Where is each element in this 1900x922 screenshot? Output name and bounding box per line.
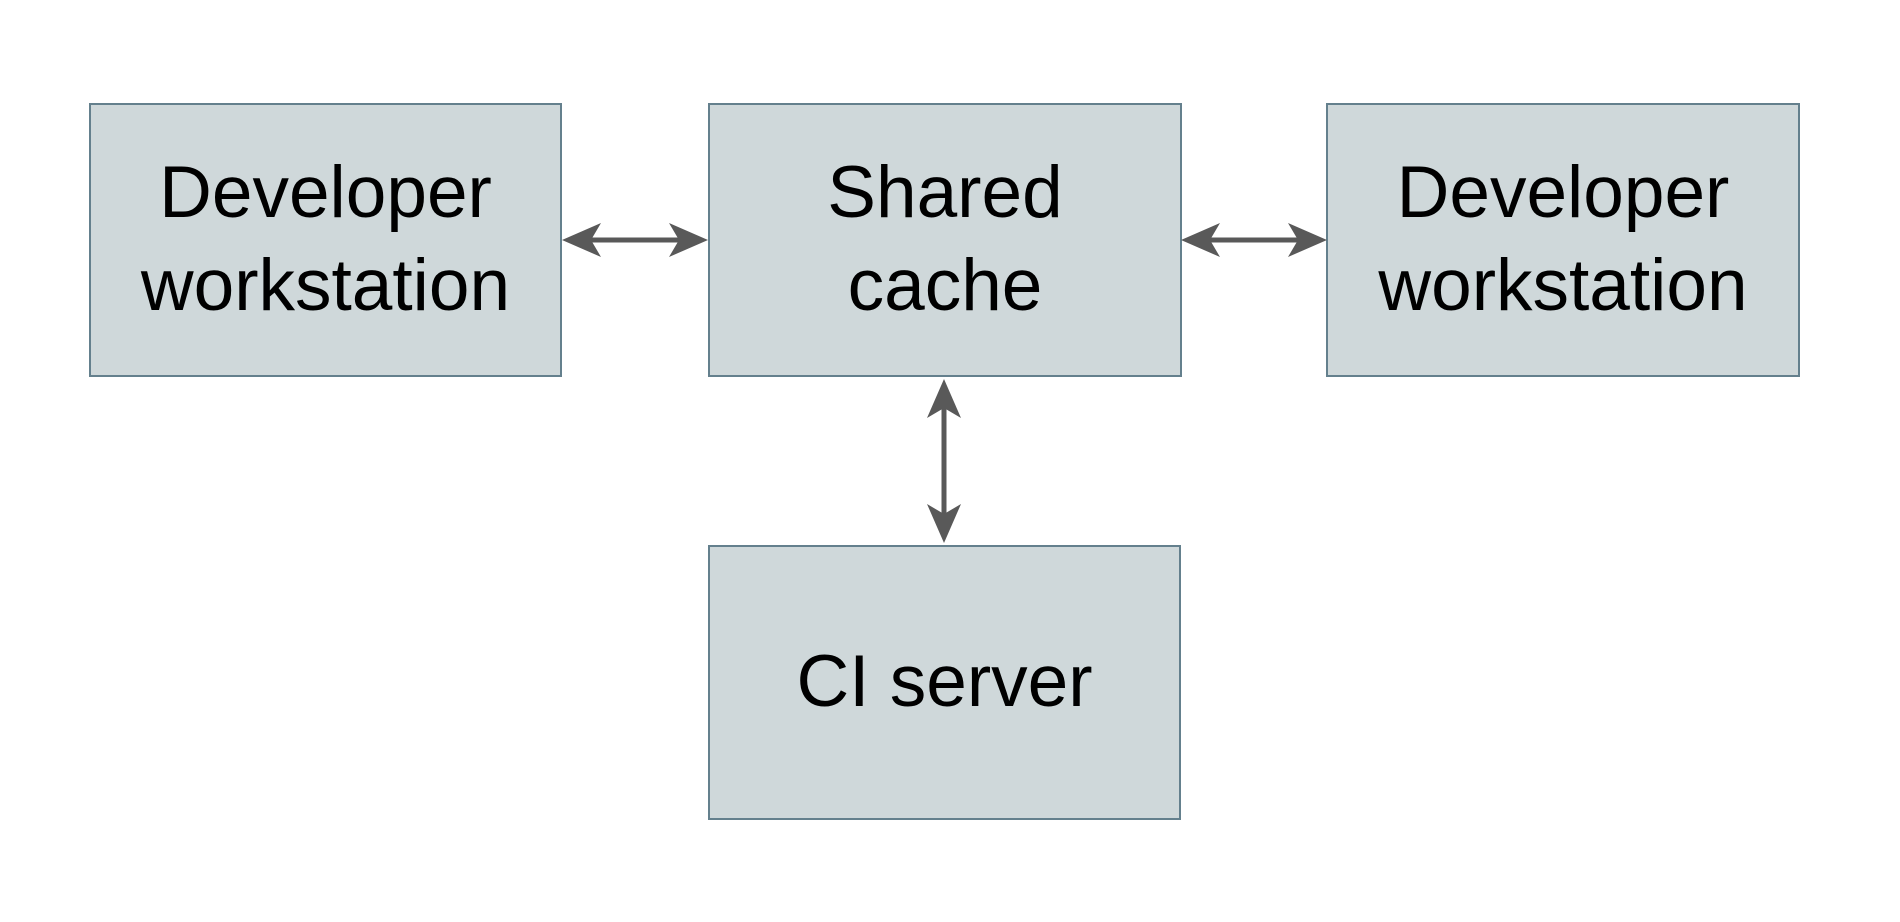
bidirectional-arrow-left-icon — [562, 223, 708, 257]
node-label-developer-workstation-left: Developer workstation — [140, 152, 511, 326]
node-ci-server: CI server — [708, 545, 1181, 820]
node-label-developer-workstation-right: Developer workstation — [1378, 152, 1748, 326]
bidirectional-arrow-right-icon — [1181, 223, 1327, 257]
node-label-ci-server: CI server — [796, 641, 1093, 723]
node-developer-workstation-left: Developer workstation — [89, 103, 562, 377]
node-shared-cache: Shared cache — [708, 103, 1182, 377]
node-label-shared-cache: Shared cache — [827, 152, 1063, 326]
node-developer-workstation-right: Developer workstation — [1326, 103, 1800, 377]
bidirectional-arrow-vertical-icon — [927, 379, 961, 543]
